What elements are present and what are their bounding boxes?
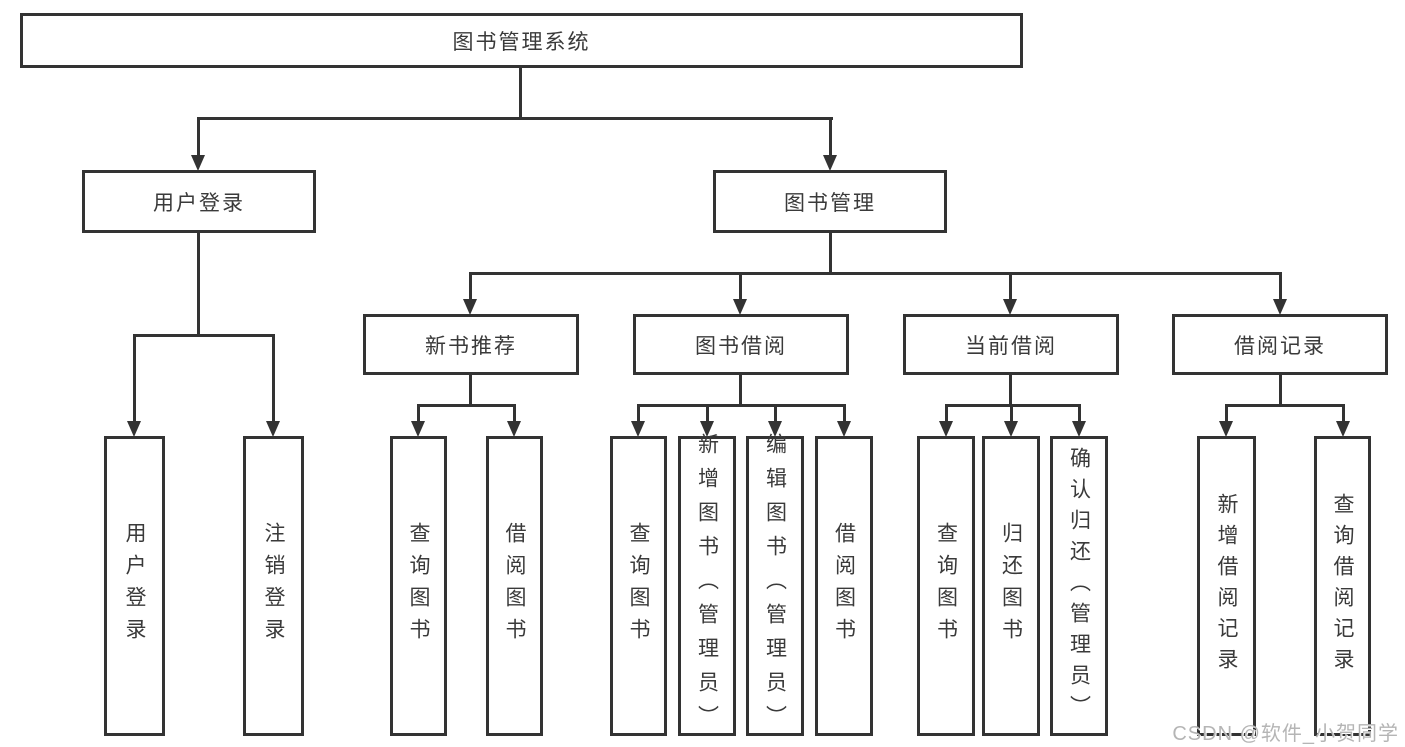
node-nb-borrow: 借阅图书 [486,436,543,736]
node-bb-borrow: 借阅图书 [815,436,873,736]
node-nb-query-label: 查询图书 [407,522,430,650]
node-cb-confirm-label: 确认归还（管理员） [1067,446,1091,726]
node-cb-return: 归还图书 [982,436,1040,736]
connector-book-mgmt-stem [829,233,832,274]
connector-to-user-login-stem [197,117,200,157]
connector-to-borrow-records-stem [1279,272,1282,301]
node-br-query: 查询借阅记录 [1314,436,1371,736]
arrow-into-bb-add [700,421,714,437]
arrow-into-cb-query [939,421,953,437]
connector-to-nb-query-stem [417,404,420,423]
node-bb-add-label: 新增图书（管理员） [695,433,719,739]
connector-user-login-stem [197,233,200,336]
connector-borrow-records-rail [1225,404,1344,407]
csdn-watermark: CSDN @软件_小贺同学 [1172,723,1399,745]
arrow-into-current-borrow [1003,299,1017,315]
node-br-query-label: 查询借阅记录 [1331,493,1354,679]
node-ul-login: 用户登录 [104,436,165,736]
connector-book-borrow-rail [637,404,846,407]
connector-to-bb-add-stem [706,404,709,423]
connector-to-ul-logout-stem [272,334,275,422]
connector-book-mgmt-rail [469,272,1282,275]
arrow-into-br-add [1219,421,1233,437]
node-br-add: 新增借阅记录 [1197,436,1256,736]
node-br-add-label: 新增借阅记录 [1215,493,1238,679]
node-ul-login-label: 用户登录 [123,522,146,650]
arrow-into-bb-borrow [837,421,851,437]
arrow-into-book-borrow [733,299,747,315]
connector-root-rail [197,117,833,120]
node-nb-query: 查询图书 [390,436,447,736]
connector-to-br-query-stem [1342,404,1345,423]
node-ul-logout-label: 注销登录 [262,522,285,650]
node-ul-logout: 注销登录 [243,436,304,736]
node-current-borrow-label: 当前借阅 [965,334,1057,358]
connector-to-bb-borrow-stem [843,404,846,423]
connector-to-current-borrow-stem [1009,272,1012,301]
arrow-into-nb-query [411,421,425,437]
node-book-mgmt-label: 图书管理 [784,191,876,215]
arrow-into-nb-borrow [507,421,521,437]
arrow-into-bb-edit [768,421,782,437]
node-bb-add: 新增图书（管理员） [678,433,736,739]
node-root-label: 图书管理系统 [452,30,591,54]
arrow-into-book-mgmt [823,155,837,171]
connector-to-cb-query-stem [945,404,948,423]
node-cb-confirm: 确认归还（管理员） [1050,436,1108,736]
connector-borrow-records-stem [1279,375,1282,406]
node-user-login-label: 用户登录 [153,191,245,215]
node-bb-query-label: 查询图书 [627,522,650,650]
node-nb-borrow-label: 借阅图书 [503,522,526,650]
arrow-into-user-login [191,155,205,171]
node-user-login: 用户登录 [82,170,316,233]
connector-current-borrow-rail [945,404,1081,407]
arrow-into-borrow-records [1273,299,1287,315]
node-cb-query-label: 查询图书 [934,522,958,650]
arrow-into-ul-logout [266,421,280,437]
node-bb-borrow-label: 借阅图书 [832,522,856,650]
connector-to-bb-edit-stem [774,404,777,423]
connector-book-borrow-stem [739,375,742,406]
connector-to-cb-confirm-stem [1078,404,1081,423]
connector-current-borrow-stem [1009,375,1012,406]
node-borrow-records: 借阅记录 [1172,314,1388,375]
arrow-into-new-books [463,299,477,315]
connector-to-book-mgmt-stem [829,117,832,157]
node-book-borrow-label: 图书借阅 [695,334,787,358]
connector-new-books-stem [469,375,472,406]
arrow-into-ul-login [127,421,141,437]
connector-new-books-rail [417,404,516,407]
node-root-library-system: 图书管理系统 [20,13,1023,68]
arrow-into-br-query [1336,421,1350,437]
connector-to-book-borrow-stem [739,272,742,301]
node-bb-edit-label: 编辑图书（管理员） [763,433,787,739]
connector-user-login-rail [133,334,275,337]
arrow-into-bb-query [631,421,645,437]
node-bb-edit: 编辑图书（管理员） [746,433,804,739]
connector-to-br-add-stem [1225,404,1228,423]
node-borrow-records-label: 借阅记录 [1234,334,1326,358]
connector-root-stem [519,68,522,120]
connector-to-bb-query-stem [637,404,640,423]
node-new-books-label: 新书推荐 [425,334,517,358]
connector-to-new-books-stem [469,272,472,301]
connector-to-cb-return-stem [1010,404,1013,423]
node-cb-query: 查询图书 [917,436,975,736]
node-current-borrow: 当前借阅 [903,314,1119,375]
node-book-borrow: 图书借阅 [633,314,849,375]
arrow-into-cb-return [1004,421,1018,437]
node-bb-query: 查询图书 [610,436,667,736]
node-cb-return-label: 归还图书 [999,522,1023,650]
connector-to-ul-login-stem [133,334,136,422]
arrow-into-cb-confirm [1072,421,1086,437]
node-new-books: 新书推荐 [363,314,579,375]
node-book-mgmt: 图书管理 [713,170,947,233]
connector-to-nb-borrow-stem [513,404,516,423]
